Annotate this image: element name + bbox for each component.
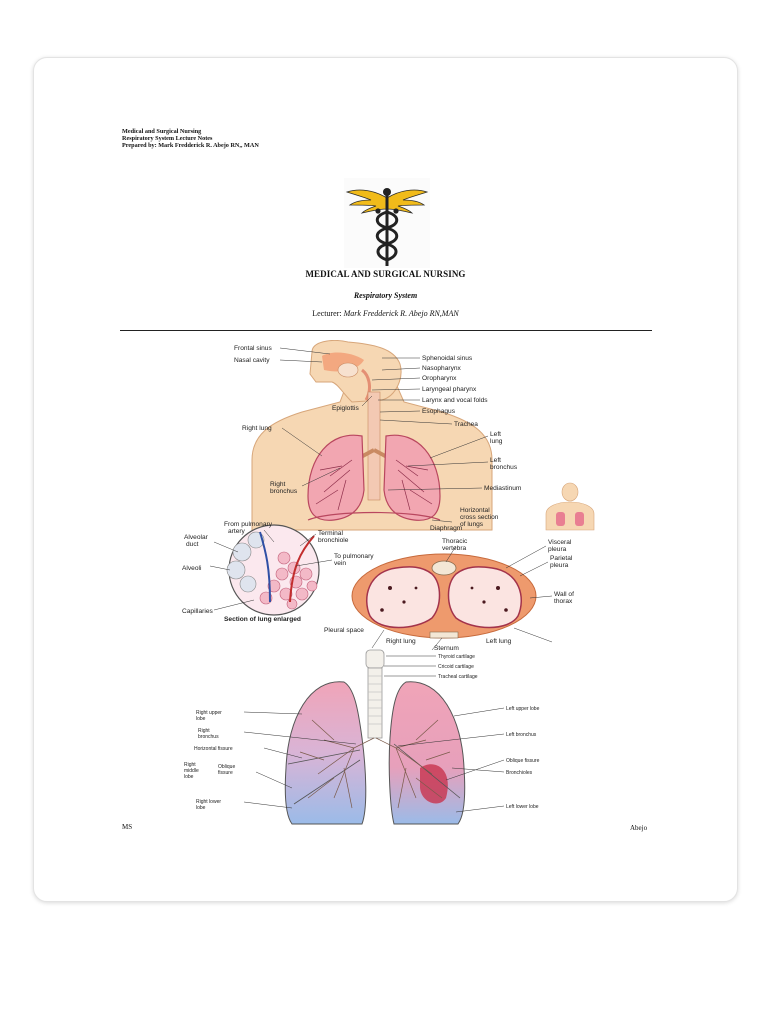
label-left-lung-1: Left — [490, 431, 501, 438]
label-wall-of-thorax-1: Wall of — [554, 591, 574, 598]
label-from-pulmonary-2: artery — [228, 528, 246, 535]
label-epiglottis: Epiglottis — [332, 405, 359, 412]
label-thyroid-cartilage: Thyroid cartilage — [438, 654, 475, 660]
label-oblique-fissure-right-1: Oblique — [218, 764, 235, 770]
label-left-bronchus: Left bronchus — [506, 732, 537, 738]
footer-left: MS — [122, 823, 133, 831]
label-bronchioles: Bronchioles — [506, 770, 533, 776]
label-horizontal-fissure: Horizontal fissure — [194, 746, 233, 752]
label-alveolar-1: Alveolar — [184, 534, 209, 541]
label-tracheal-cartilage: Tracheal cartilage — [438, 674, 478, 680]
label-right-middle-lobe-2: middle — [184, 768, 199, 774]
label-left-lower-lobe: Left lower lobe — [506, 804, 539, 810]
label-nasopharynx: Nasopharynx — [422, 365, 462, 372]
label-left-lung-2: lung — [490, 438, 503, 445]
label-terminal-2: bronchiole — [318, 537, 349, 544]
label-pleural-space: Pleural space — [324, 627, 364, 634]
label-wall-of-thorax-2: thorax — [554, 598, 573, 605]
label-left-upper-lobe: Left upper lobe — [506, 706, 540, 712]
label-sternum: Sternum — [434, 645, 459, 652]
label-parietal-2: pleura — [550, 562, 569, 569]
cross-section-thumbnail — [545, 482, 595, 531]
label-diaphragm: Diaphragm — [430, 525, 463, 532]
label-right-middle-lobe-3: lobe — [184, 774, 194, 780]
label-right-lower-lobe-2: lobe — [196, 805, 206, 811]
label-right-lower-lobe-1: Right lower — [196, 799, 221, 805]
label-alveolar-2: duct — [186, 541, 199, 548]
label-to-pulmonary-1: To pulmonary — [334, 553, 374, 560]
label-visceral-2: pleura — [548, 546, 567, 553]
label-horizontal-3: of lungs — [460, 521, 484, 528]
label-visceral-1: Visceral — [548, 539, 572, 546]
lung-lobes-figure: Thyroid cartilage Cricoid cartilage Trac… — [184, 649, 540, 825]
lecturer-line: Lecturer: Mark Fredderick R. Abejo RN,MA… — [34, 309, 737, 318]
label-frontal-sinus: Frontal sinus — [234, 345, 272, 352]
label-alveoli: Alveoli — [182, 565, 202, 572]
label-laryngeal-pharynx: Laryngeal pharynx — [422, 386, 477, 393]
caduceus-icon — [344, 178, 430, 268]
label-esophagus: Esophagus — [422, 408, 456, 415]
header-divider — [120, 330, 652, 332]
header-line-1: Medical and Surgical Nursing — [122, 128, 202, 135]
header-notes: Medical and Surgical Nursing Respiratory… — [122, 128, 259, 150]
label-right-upper-lobe-2: lobe — [196, 716, 206, 722]
header-line-3: Prepared by: Mark Fredderick R. Abejo RN… — [122, 142, 259, 150]
label-right-bronchus-1: Right — [270, 481, 286, 488]
label-right-lung-section: Right lung — [386, 638, 416, 645]
label-nasal-cavity: Nasal cavity — [234, 357, 270, 364]
document-subtitle: Respiratory System — [353, 291, 418, 300]
label-thoracic-2: vertebra — [442, 545, 467, 552]
respiratory-system-figure: Frontal sinus Nasal cavity Sphenoidal si… — [234, 340, 595, 532]
footer-right: Abejo — [630, 824, 648, 832]
label-left-bronchus-2: bronchus — [490, 464, 518, 471]
label-horizontal-2: cross section — [460, 514, 499, 521]
label-oblique-fissure-left: Oblique fissure — [506, 758, 540, 764]
label-trachea: Trachea — [454, 421, 478, 428]
document-title: MEDICAL AND SURGICAL NURSING — [305, 269, 466, 279]
label-right-middle-lobe-1: Right — [184, 762, 196, 768]
label-horizontal-1: Horizontal — [460, 507, 490, 514]
lecturer-prefix: Lecturer: — [312, 309, 344, 318]
document-page: Medical and Surgical Nursing Respiratory… — [33, 57, 738, 902]
alveoli-figure: From pulmonary artery Alveolar duct Term… — [182, 521, 374, 623]
header-line-2: Respiratory System Lecture Notes — [122, 135, 213, 143]
label-left-bronchus-1: Left — [490, 457, 501, 464]
label-capillaries: Capillaries — [182, 608, 213, 615]
label-right-lung: Right lung — [242, 425, 272, 432]
label-from-pulmonary-1: From pulmonary — [224, 521, 273, 528]
label-oropharynx: Oropharynx — [422, 375, 457, 382]
label-terminal-1: Terminal — [318, 530, 343, 537]
label-right-bronchus-2: bronchus — [198, 734, 219, 740]
label-left-lung-section: Left lung — [486, 638, 512, 645]
label-parietal-1: Parietal — [550, 555, 573, 562]
label-right-bronchus-2: bronchus — [270, 488, 298, 495]
label-mediastinum: Mediastinum — [484, 485, 522, 492]
label-larynx: Larynx and vocal folds — [422, 397, 488, 404]
label-sphenoidal-sinus: Sphenoidal sinus — [422, 355, 473, 362]
label-right-bronchus-1: Right — [198, 728, 210, 734]
label-to-pulmonary-2: vein — [334, 560, 346, 567]
label-thoracic-1: Thoracic — [442, 538, 468, 545]
lecturer-name: Mark Fredderick R. Abejo RN,MAN — [343, 309, 459, 318]
thorax-cross-section-figure: Thoracic vertebra Visceral pleura Pariet… — [324, 538, 574, 652]
label-oblique-fissure-right-2: fissure — [218, 770, 233, 776]
label-section-lung-enlarged: Section of lung enlarged — [224, 616, 301, 623]
label-cricoid-cartilage: Cricoid cartilage — [438, 664, 474, 670]
label-right-upper-lobe-1: Right upper — [196, 710, 222, 716]
